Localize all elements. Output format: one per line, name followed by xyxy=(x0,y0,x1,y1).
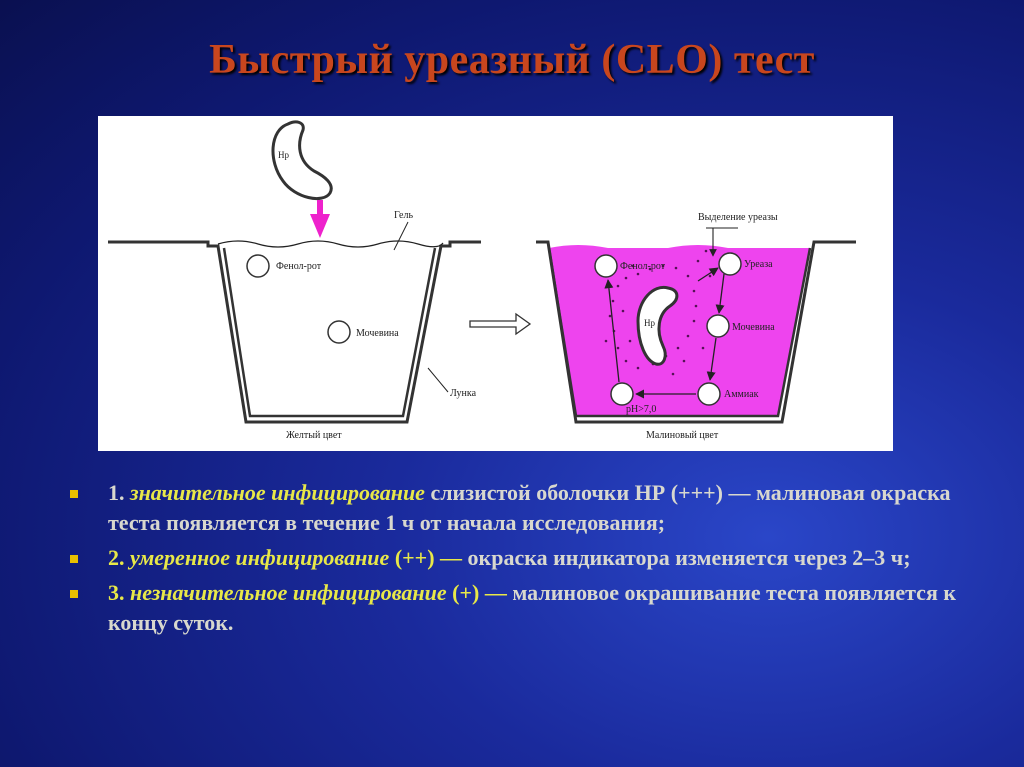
hp-bacterium-left: Hp xyxy=(271,120,333,201)
phenol-circle-right xyxy=(594,254,618,278)
left-well: Фенол-рот Мочевина Гель Лунка Желтый цве… xyxy=(108,210,481,441)
drop-arrow-icon xyxy=(310,200,330,238)
bullet-item-3: 3. незначительное инфицирование (+) — ма… xyxy=(68,578,988,638)
ammonia-label: Аммиак xyxy=(724,389,759,400)
urea-circle-right xyxy=(706,314,730,338)
well-label: Лунка xyxy=(450,388,477,399)
clo-test-diagram: Фенол-рот Мочевина Гель Лунка Желтый цве… xyxy=(98,116,893,451)
bullet-rest-highlight: (+) — xyxy=(446,580,513,605)
caption-crimson: Малиновый цвет xyxy=(646,430,719,441)
slide-title: Быстрый уреазный (CLO) тест xyxy=(209,37,815,83)
phenol-label-left: Фенол-рот xyxy=(276,261,322,272)
bullet-item-1: 1. значительное инфицирование слизистой … xyxy=(68,478,988,538)
bullet-item-2: 2. умеренное инфицирование (++) — окраск… xyxy=(68,543,988,573)
urease-label: Уреаза xyxy=(744,259,773,270)
bullet-square-icon xyxy=(70,490,78,498)
bullet-list: 1. значительное инфицирование слизистой … xyxy=(68,478,988,643)
phenol-circle-left xyxy=(246,254,270,278)
urease-cloud xyxy=(604,249,712,376)
transition-arrow-icon xyxy=(469,312,532,336)
urease-circle xyxy=(718,252,742,276)
bullet-italic: умеренное инфицирование xyxy=(130,545,390,570)
ph-circle xyxy=(610,382,634,406)
urea-label-left: Мочевина xyxy=(356,328,399,339)
gel-label: Гель xyxy=(394,210,413,221)
svg-text:Hp: Hp xyxy=(278,150,289,160)
ph-label: pH>7,0 xyxy=(626,404,656,415)
bullet-square-icon xyxy=(70,555,78,563)
bullet-num: 2. xyxy=(108,545,130,570)
bullet-italic: незначительное инфицирование xyxy=(130,580,447,605)
hp-bacterium-right: Hp xyxy=(636,285,679,366)
urea-label-right: Мочевина xyxy=(732,322,775,333)
svg-text:Hp: Hp xyxy=(644,318,655,328)
bullet-num: 1. xyxy=(108,480,130,505)
phenol-label-right: Фенол-рот xyxy=(620,261,666,272)
bullet-square-icon xyxy=(70,590,78,598)
ammonia-circle xyxy=(697,382,721,406)
urea-circle-left xyxy=(327,320,351,344)
caption-yellow: Желтый цвет xyxy=(286,430,342,441)
bullet-rest: малиновое окрашивание теста появляется к… xyxy=(108,580,957,635)
right-well: Hp Выделение уреазы Фенол-рот Уреаза Моч… xyxy=(536,212,856,441)
bullet-italic: значительное инфицирование xyxy=(130,480,425,505)
bullet-num: 3. xyxy=(108,580,130,605)
bullet-rest-highlight: (++) — xyxy=(389,545,468,570)
bullet-rest: окраска индикатора изменяется через 2–3 … xyxy=(467,545,911,570)
bullet-rest: слизистой оболочки НР (+++) — малиновая … xyxy=(108,480,951,535)
release-label: Выделение уреазы xyxy=(698,212,778,223)
